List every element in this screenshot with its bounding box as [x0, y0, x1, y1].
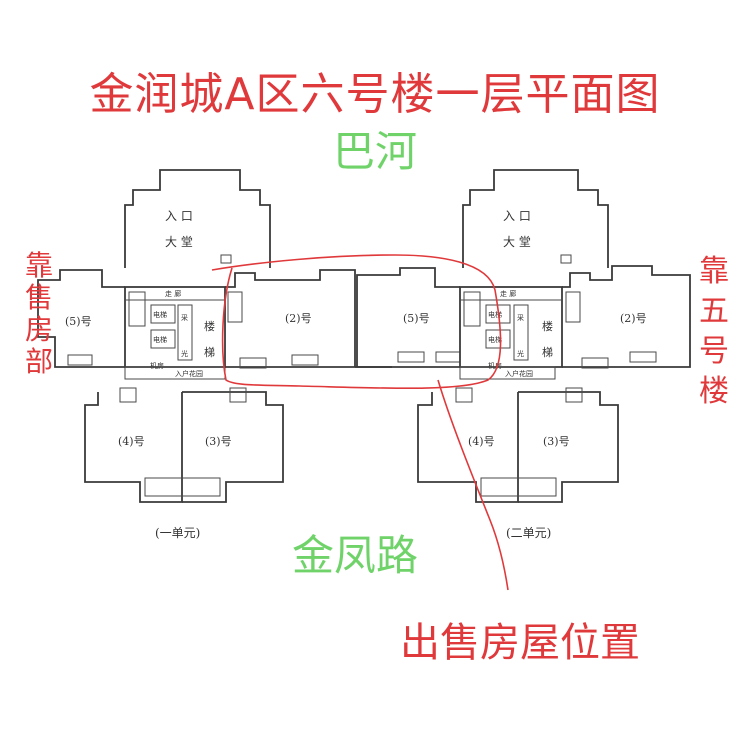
unit1-lobby-entrance: 入 口	[165, 209, 193, 223]
unit1-room2: (2)号	[285, 312, 312, 325]
unit1-room4: (4)号	[118, 435, 145, 448]
unit2-elevator1: 电梯	[488, 310, 502, 319]
unit2-entry-garden: 入户花园	[505, 369, 533, 378]
unit2-machine: 机房	[488, 361, 502, 370]
unit1-machine: 机房	[150, 361, 164, 370]
sale-highlight-loop	[211, 254, 502, 390]
left-note-sales-office: 靠售房部	[24, 249, 53, 378]
right-note-building-five: 靠五号楼	[699, 254, 729, 409]
unit1-lobby-hall: 大 堂	[165, 235, 193, 249]
unit2-corridor: 走 廊	[500, 289, 516, 298]
sale-location-label: 出售房屋位置	[400, 620, 640, 666]
unit1-shaft1: 采	[181, 313, 188, 322]
unit2-caption: (二单元)	[506, 526, 551, 540]
unit2-lobby-entrance: 入 口	[503, 209, 531, 223]
unit2-elevator2: 电梯	[488, 335, 502, 344]
unit1-shaft2: 光	[181, 349, 188, 358]
unit1-corridor: 走 廊	[165, 289, 181, 298]
unit1-room3: (3)号	[205, 435, 232, 448]
unit2-lobby-hall: 大 堂	[503, 235, 531, 249]
unit2-stair-2: 梯	[542, 346, 553, 359]
south-label-road: 金凤路	[292, 531, 419, 580]
unit1-stair-2: 梯	[204, 346, 215, 359]
unit1-entry-garden: 入户花园	[175, 369, 203, 378]
unit1-elevator1: 电梯	[153, 310, 167, 319]
plan-title: 金润城A区六号楼一层平面图	[89, 69, 661, 120]
unit2-stair-1: 楼	[542, 319, 553, 333]
unit2-room2: (2)号	[620, 312, 647, 325]
unit-1: 入 口 大 堂 (5)号 走 廊 电梯 电梯 采 光 楼 梯 机房 (2)号 入…	[37, 169, 356, 540]
unit2-room4: (4)号	[468, 435, 495, 448]
unit2-room5: (5)号	[403, 312, 430, 325]
unit2-shaft2: 光	[517, 349, 524, 358]
north-label-river: 巴河	[332, 127, 417, 176]
unit1-stair-1: 楼	[204, 319, 215, 333]
unit1-elevator2: 电梯	[153, 335, 167, 344]
sale-pointer-line	[437, 379, 509, 591]
unit1-caption: (一单元)	[155, 526, 200, 540]
unit-2: 入 口 大 堂 (5)号 走 廊 电梯 电梯 采 光 楼 梯 机房 (2)号 入…	[356, 169, 691, 540]
unit2-room3: (3)号	[543, 435, 570, 448]
unit1-room5: (5)号	[65, 315, 92, 328]
unit2-shaft1: 采	[517, 313, 524, 322]
